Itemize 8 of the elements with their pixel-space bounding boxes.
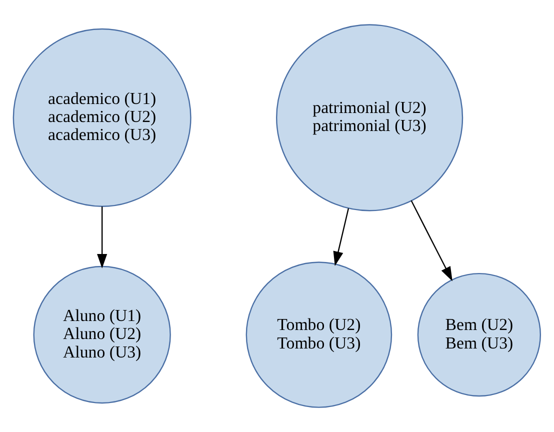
arrow — [97, 206, 108, 268]
node-circle: Aluno (U1) Aluno (U2) Aluno (U3) — [33, 266, 171, 404]
node-circle: patrimonial (U2) patrimonial (U3) — [276, 24, 464, 212]
node-circle: Bem (U2) Bem (U3) — [417, 272, 542, 397]
node-circle: Tombo (U2) Tombo (U3) — [246, 262, 392, 408]
node-circle: academico (U1) academico (U2) academico (U3) — [12, 28, 192, 207]
arrow — [410, 200, 452, 282]
arrow — [333, 208, 350, 266]
